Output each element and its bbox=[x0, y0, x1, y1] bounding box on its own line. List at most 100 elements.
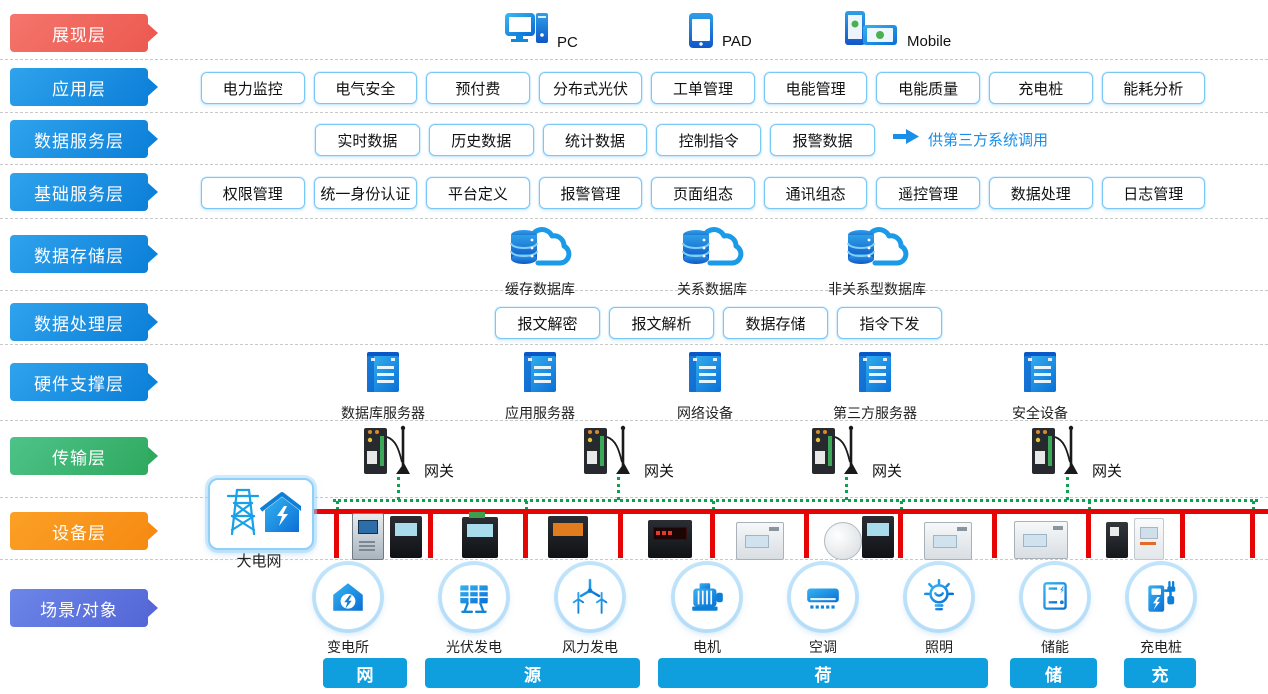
layer-label-device: 设备层 bbox=[10, 512, 148, 550]
row-separator bbox=[0, 344, 1268, 345]
bus-drop bbox=[523, 509, 528, 558]
data-service-chip[interactable]: 控制指令 bbox=[656, 124, 762, 156]
gateway-label: 网关 bbox=[424, 463, 455, 480]
band-charge[interactable]: 充 bbox=[1124, 658, 1196, 688]
device-din-rail-meter bbox=[736, 522, 784, 560]
gateway-label: 网关 bbox=[872, 463, 903, 480]
gateway-1: 网关 bbox=[358, 424, 454, 485]
pc-icon bbox=[505, 12, 549, 55]
layer-label-application: 应用层 bbox=[10, 68, 148, 106]
hardware-label: 安全设备 bbox=[1012, 405, 1068, 421]
hardware-label: 应用服务器 bbox=[505, 405, 575, 421]
bus-drop bbox=[710, 509, 715, 558]
data-service-chip[interactable]: 实时数据 bbox=[315, 124, 420, 156]
bus-drop bbox=[428, 509, 433, 558]
ev-charger-icon bbox=[1128, 564, 1194, 630]
tablet-icon bbox=[688, 12, 714, 54]
bus-stub-link bbox=[525, 501, 528, 510]
app-module-chip[interactable]: 工单管理 bbox=[651, 72, 755, 104]
motor-icon bbox=[674, 564, 740, 630]
scene-label: 照明 bbox=[925, 639, 953, 655]
gateway-icon bbox=[578, 424, 636, 485]
bus-drop bbox=[1180, 509, 1185, 558]
bus-drop bbox=[618, 509, 623, 558]
app-module-chip[interactable]: 充电桩 bbox=[988, 72, 1093, 104]
solar-panel-icon bbox=[441, 564, 507, 630]
base-service-chip[interactable]: 数据处理 bbox=[988, 177, 1093, 209]
hw-security-device: 安全设备 bbox=[975, 350, 1105, 423]
app-module-chip[interactable]: 电能管理 bbox=[763, 72, 868, 104]
processing-chip[interactable]: 数据存储 bbox=[723, 307, 828, 339]
processing-chip[interactable]: 报文解析 bbox=[609, 307, 714, 339]
app-module-chip[interactable]: 预付费 bbox=[426, 72, 530, 104]
row-separator bbox=[0, 420, 1268, 421]
app-module-chip[interactable]: 电力监控 bbox=[201, 72, 305, 104]
bus-stub-link bbox=[1252, 501, 1255, 510]
server-icon bbox=[852, 350, 898, 399]
band-source[interactable]: 源 bbox=[425, 658, 640, 688]
power-tower-house-icon bbox=[221, 486, 305, 543]
gateway-drop-link bbox=[845, 477, 848, 500]
base-service-chip[interactable]: 报警管理 bbox=[538, 177, 643, 209]
data-service-chip[interactable]: 统计数据 bbox=[542, 124, 648, 156]
bus-drop bbox=[804, 509, 809, 558]
scene-label: 变电所 bbox=[327, 639, 369, 655]
power-bus-line bbox=[310, 509, 1268, 514]
gateway-4: 网关 bbox=[1026, 424, 1122, 485]
app-module-chip[interactable]: 电能质量 bbox=[876, 72, 980, 104]
device-round-sensor bbox=[824, 522, 862, 560]
app-module-chip[interactable]: 电气安全 bbox=[313, 72, 418, 104]
device-power-meter bbox=[548, 516, 588, 558]
base-service-chip[interactable]: 统一身份认证 bbox=[313, 177, 418, 209]
layer-label-presentation: 展现层 bbox=[10, 14, 148, 52]
gateway-bus-link bbox=[333, 499, 1258, 502]
big-grid-label: 大电网 bbox=[236, 553, 282, 570]
base-service-chip[interactable]: 日志管理 bbox=[1101, 177, 1206, 209]
storage-relational-db: 关系数据库 bbox=[647, 224, 777, 299]
bus-drop bbox=[1086, 509, 1091, 558]
processing-chip[interactable]: 指令下发 bbox=[837, 307, 942, 339]
layer-label-scene: 场景/对象 bbox=[10, 589, 148, 627]
data-service-chip[interactable]: 历史数据 bbox=[428, 124, 534, 156]
scene-solar: 光伏发电 bbox=[429, 564, 519, 657]
substation-icon bbox=[315, 564, 381, 630]
device-din-rail-meter bbox=[924, 522, 972, 560]
base-service-row: 权限管理 统一身份认证 平台定义 报警管理 页面组态 通讯组态 遥控管理 数据处… bbox=[201, 177, 1206, 209]
base-service-chip[interactable]: 通讯组态 bbox=[763, 177, 868, 209]
storage-cache-db: 缓存数据库 bbox=[475, 224, 605, 299]
scene-label: 光伏发电 bbox=[446, 639, 502, 655]
layer-label-data-service: 数据服务层 bbox=[10, 120, 148, 158]
hardware-label: 数据库服务器 bbox=[341, 405, 425, 421]
cloud-database-icon bbox=[844, 224, 910, 275]
band-load[interactable]: 荷 bbox=[658, 658, 988, 688]
data-service-chip[interactable]: 报警数据 bbox=[770, 124, 875, 156]
bus-drop bbox=[1250, 509, 1255, 558]
terminal-pc: PC bbox=[505, 12, 578, 55]
layer-label-transport: 传输层 bbox=[10, 437, 148, 475]
band-storage[interactable]: 储 bbox=[1010, 658, 1097, 688]
band-grid[interactable]: 网 bbox=[323, 658, 407, 688]
light-bulb-icon bbox=[906, 564, 972, 630]
app-module-chip[interactable]: 分布式光伏 bbox=[538, 72, 643, 104]
bus-drop bbox=[898, 509, 903, 558]
scene-label: 空调 bbox=[809, 639, 837, 655]
row-separator bbox=[0, 559, 1268, 560]
processing-chip[interactable]: 报文解密 bbox=[495, 307, 600, 339]
base-service-chip[interactable]: 平台定义 bbox=[426, 177, 530, 209]
server-icon bbox=[682, 350, 728, 399]
base-service-chip[interactable]: 页面组态 bbox=[651, 177, 755, 209]
device-power-meter bbox=[462, 512, 498, 558]
app-module-chip[interactable]: 能耗分析 bbox=[1101, 72, 1206, 104]
scene-wind: 风力发电 bbox=[545, 564, 635, 657]
cloud-database-icon bbox=[679, 224, 745, 275]
scene-ac: 空调 bbox=[778, 564, 868, 657]
base-service-chip[interactable]: 权限管理 bbox=[201, 177, 305, 209]
layer-label-hardware: 硬件支撑层 bbox=[10, 363, 148, 401]
gateway-2: 网关 bbox=[578, 424, 674, 485]
scene-label: 充电桩 bbox=[1140, 639, 1182, 655]
cloud-database-icon bbox=[507, 224, 573, 275]
scene-storage: 储能 bbox=[1010, 564, 1100, 657]
hw-thirdparty-server: 第三方服务器 bbox=[810, 350, 940, 423]
base-service-chip[interactable]: 遥控管理 bbox=[876, 177, 980, 209]
